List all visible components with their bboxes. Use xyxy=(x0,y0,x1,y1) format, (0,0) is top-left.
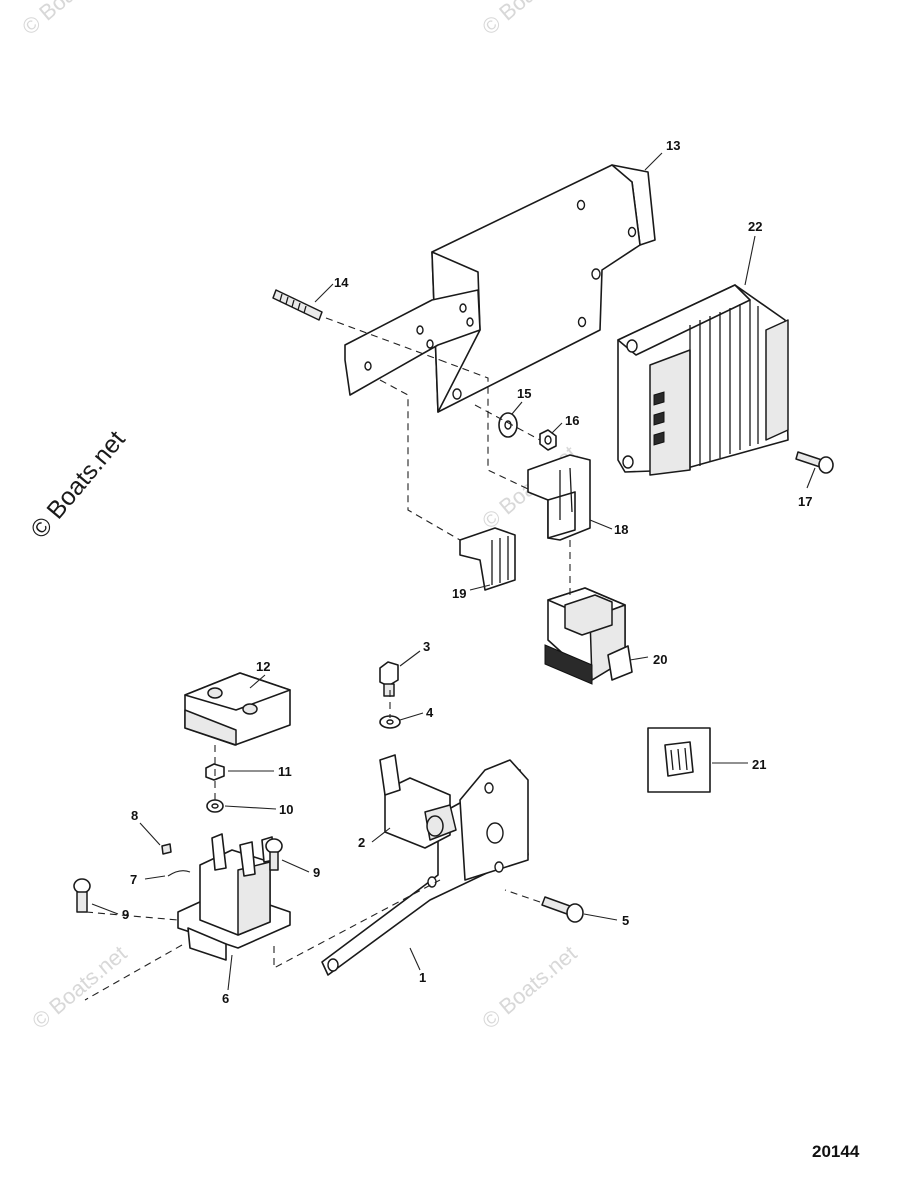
callout-13: 13 xyxy=(666,138,680,153)
callout-10: 10 xyxy=(279,802,293,817)
part-4-washer xyxy=(379,715,401,729)
callout-7: 7 xyxy=(130,872,137,887)
part-22-module xyxy=(617,284,789,476)
part-16-nut xyxy=(539,429,557,451)
callout-20: 20 xyxy=(653,652,667,667)
part-19-relay-bracket xyxy=(459,527,516,591)
part-2-switch xyxy=(379,754,457,849)
part-17-screw xyxy=(795,451,834,474)
watermark-main: © Boats.net xyxy=(25,425,131,543)
part-7-clip xyxy=(167,870,191,877)
part-9-screw xyxy=(73,878,91,913)
callout-1: 1 xyxy=(419,970,426,985)
part-3-bolt xyxy=(379,661,399,697)
part-10-washer xyxy=(206,799,224,813)
watermark-faint: © Boats.net xyxy=(17,0,121,40)
part-14-stud xyxy=(272,289,323,321)
callout-19: 19 xyxy=(452,586,466,601)
figure-number: 20144 xyxy=(812,1142,860,1161)
watermark-faint: © Boats.net xyxy=(27,941,131,1034)
callout-12: 12 xyxy=(256,659,270,674)
callout-16: 16 xyxy=(565,413,579,428)
assembly-lines xyxy=(84,317,571,1001)
callout-9: 9 xyxy=(313,865,320,880)
callout-18: 18 xyxy=(614,522,628,537)
callout-17: 17 xyxy=(798,494,812,509)
callout-15: 15 xyxy=(517,386,531,401)
part-13-bracket xyxy=(344,164,656,413)
callout-22: 22 xyxy=(748,219,762,234)
callout-5: 5 xyxy=(622,913,629,928)
callouts: 13 22 14 15 16 17 18 19 20 21 12 3 4 11 … xyxy=(122,138,812,1006)
callout-11: 11 xyxy=(278,764,292,779)
callout-8: 8 xyxy=(131,808,138,823)
part-1-bracket xyxy=(321,759,529,976)
part-9-screw xyxy=(265,838,283,871)
part-20-relay xyxy=(544,587,633,685)
watermark-faint-group: © Boats.net © Boats.net © Boats.net © Bo… xyxy=(17,0,581,1034)
part-12-cover xyxy=(184,672,291,746)
part-21-connector xyxy=(647,727,711,793)
callout-6: 6 xyxy=(222,991,229,1006)
part-18-relay-bracket xyxy=(527,454,591,541)
part-15-washer xyxy=(498,412,518,438)
part-5-screw xyxy=(541,896,584,923)
callout-3: 3 xyxy=(423,639,430,654)
part-8-pin xyxy=(161,843,172,855)
watermark-faint: © Boats.net xyxy=(477,941,581,1034)
callout-14: 14 xyxy=(334,275,349,290)
callout-4: 4 xyxy=(426,705,434,720)
callout-21: 21 xyxy=(752,757,766,772)
callout-9: 9 xyxy=(122,907,129,922)
callout-2: 2 xyxy=(358,835,365,850)
watermark-faint: © Boats.net xyxy=(477,0,581,40)
leader-lines xyxy=(91,152,816,991)
